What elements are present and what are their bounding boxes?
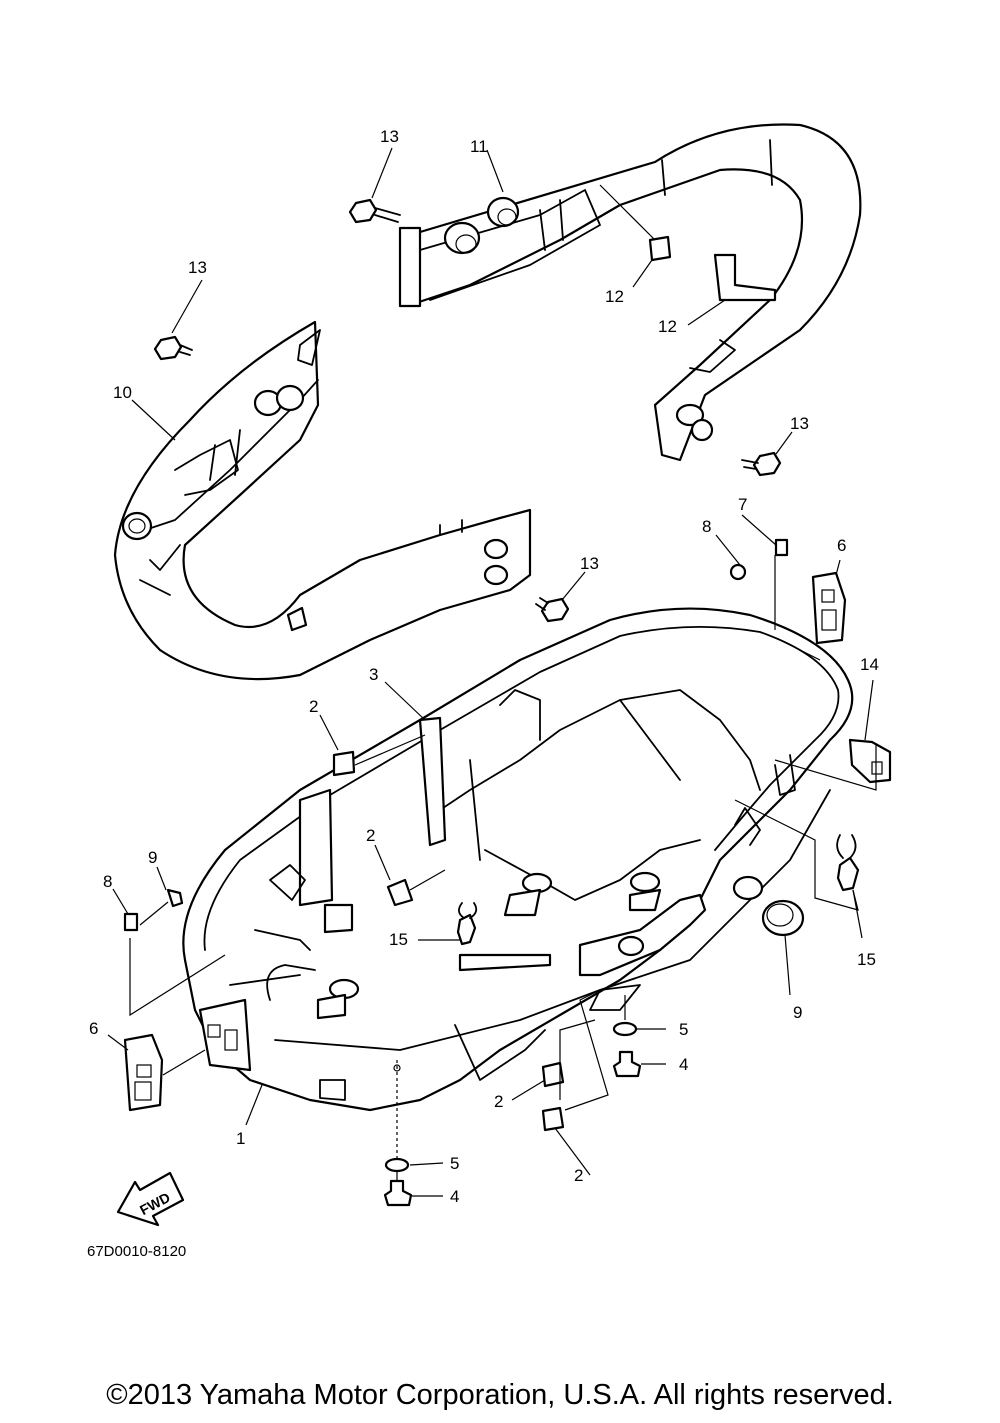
part-9-grommet	[761, 899, 805, 937]
callout-8: 8	[702, 517, 711, 536]
callout-12: 12	[605, 287, 624, 306]
part-13-bolts	[153, 198, 782, 623]
part-14-holder	[848, 738, 892, 784]
callout-13: 13	[790, 414, 809, 433]
callout-labels: 13 11 13 12 12 10 13 7 8 6 13 14 3 2 2 9…	[89, 127, 879, 1206]
callout-5: 5	[450, 1154, 459, 1173]
callout-15: 15	[857, 950, 876, 969]
callout-10: 10	[113, 383, 132, 402]
part-8-right-screw	[729, 563, 747, 581]
part-10-left-bracket	[113, 320, 532, 681]
callout-15: 15	[389, 930, 408, 949]
part-11-rear-bracket	[398, 123, 862, 462]
callout-14: 14	[860, 655, 879, 674]
part-5-washers	[384, 1021, 638, 1173]
part-1-bottom-cowling	[182, 607, 854, 1112]
part-2-pads	[332, 750, 565, 1132]
callout-2: 2	[574, 1166, 583, 1185]
part-12-pad	[648, 235, 672, 262]
callout-5: 5	[679, 1020, 688, 1039]
callout-9: 9	[793, 1003, 802, 1022]
callout-6: 6	[837, 536, 846, 555]
callout-7: 8	[103, 872, 112, 891]
diagram-code: 67D0010-8120	[87, 1243, 186, 1260]
part-7-right-nut	[774, 538, 789, 557]
callout-13: 13	[580, 554, 599, 573]
part-6-right-clip	[811, 571, 847, 645]
copyright-notice: ©2013 Yamaha Motor Corporation, U.S.A. A…	[106, 1379, 894, 1411]
callout-1: 1	[236, 1129, 245, 1148]
callout-2: 2	[366, 826, 375, 845]
callout-6: 6	[89, 1019, 98, 1038]
callout-2: 2	[309, 697, 318, 716]
part-4-bolts	[383, 1050, 642, 1207]
part-6-left-clip	[123, 1033, 164, 1112]
callout-13: 13	[380, 127, 399, 146]
callout-11: 11	[470, 137, 488, 156]
callout-4: 4	[450, 1187, 459, 1206]
callout-13: 13	[188, 258, 207, 277]
callout-7: 7	[738, 495, 747, 514]
part-15-clamps	[456, 834, 860, 946]
leader-lines	[107, 147, 877, 1197]
callout-12: 12	[658, 317, 677, 336]
callout-2: 2	[494, 1092, 503, 1111]
callout-4: 4	[679, 1055, 688, 1074]
callout-3: 3	[369, 665, 378, 684]
part-8-left-screw	[166, 888, 184, 908]
fwd-arrow-icon: FWD	[116, 1171, 185, 1227]
part-7-left-nut	[123, 912, 139, 932]
callout-8: 9	[148, 848, 157, 867]
